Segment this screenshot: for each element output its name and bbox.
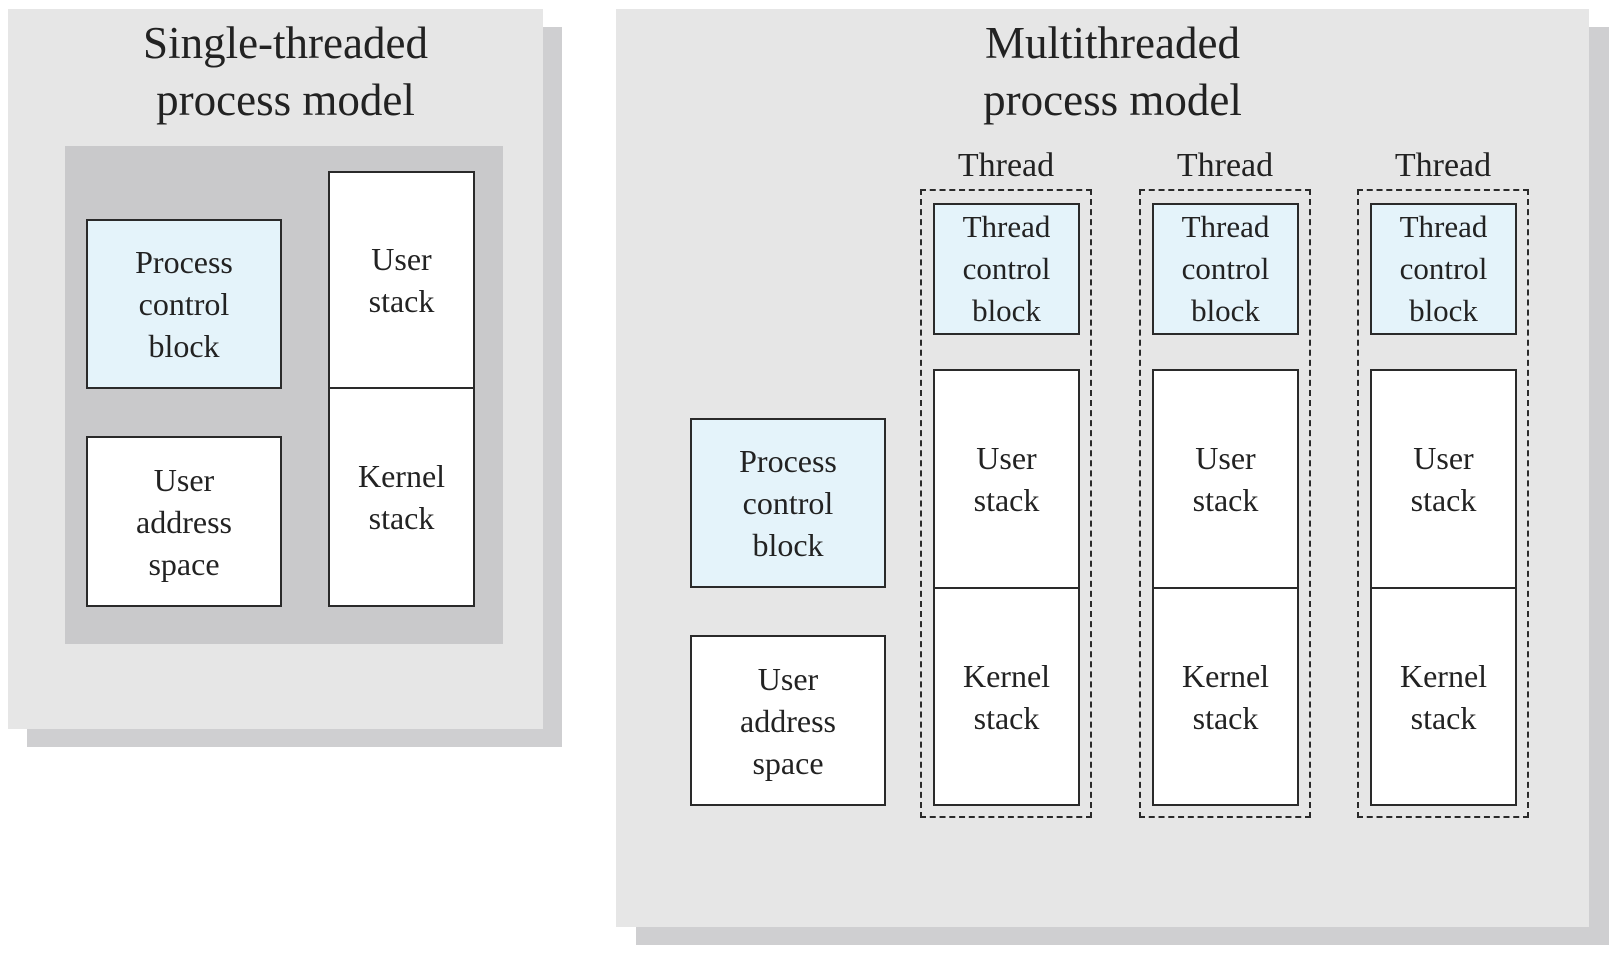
thread-control-block: Thread control block [1152,203,1299,335]
single-process-control-block: Process control block [86,219,282,389]
thread-kernel-stack: Kernel stack [933,587,1080,806]
thread-user-stack: User stack [933,369,1080,589]
thread-group [1357,189,1529,818]
single-user-stack: User stack [328,171,475,389]
multi-process-control-block: Process control block [690,418,886,588]
single-threaded-title: Single-threaded process model [143,18,428,125]
thread-group [920,189,1092,818]
multi-user-address-space: User address space [690,635,886,806]
thread-control-block: Thread control block [933,203,1080,335]
thread-user-stack: User stack [1370,369,1517,589]
thread-control-block: Thread control block [1370,203,1517,335]
thread-group [1139,189,1311,818]
thread-kernel-stack: Kernel stack [1152,587,1299,806]
multithreaded-title: Multithreaded process model [983,18,1242,125]
thread-label: Thread [1176,147,1274,184]
thread-user-stack: User stack [1152,369,1299,589]
thread-label: Thread [1394,147,1492,184]
single-kernel-stack: Kernel stack [328,387,475,607]
single-user-address-space: User address space [86,436,282,607]
thread-kernel-stack: Kernel stack [1370,587,1517,806]
thread-label: Thread [957,147,1055,184]
